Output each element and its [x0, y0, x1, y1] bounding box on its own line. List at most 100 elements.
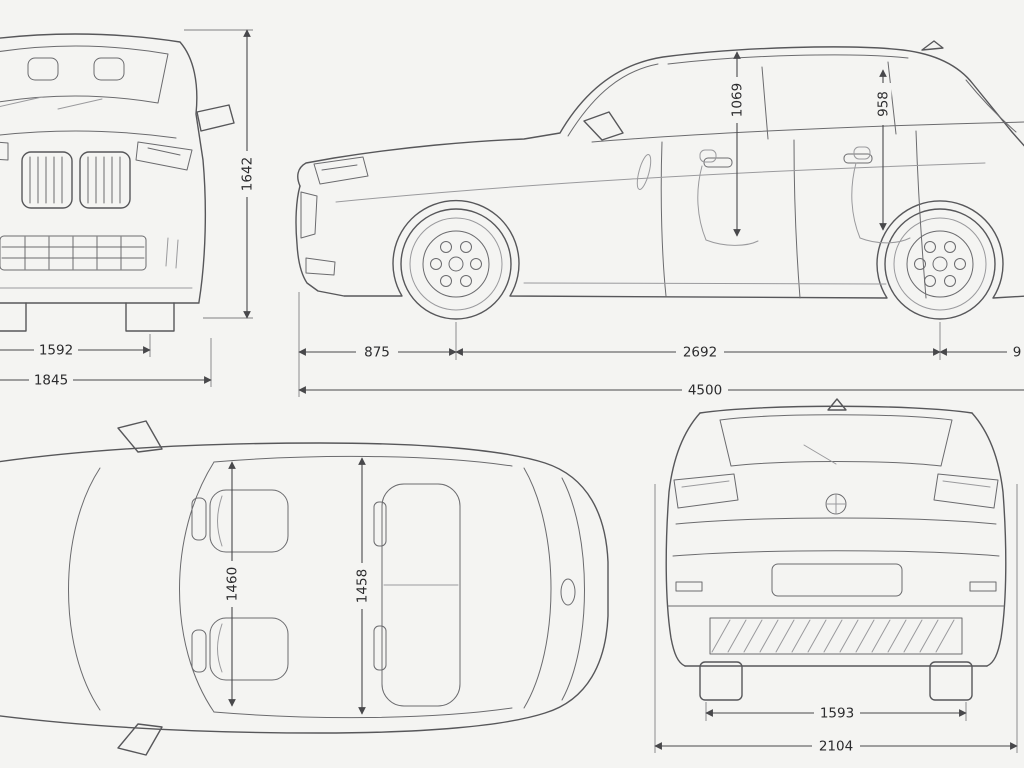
passenger-seat [209, 617, 289, 681]
rear-view: 1593 2104 [654, 398, 1018, 755]
rear-window [719, 414, 953, 467]
dim-front-overhang: 875 [298, 344, 457, 361]
overall-width-label: 1845 [34, 373, 68, 389]
label-background [676, 344, 724, 360]
front-intake-side [305, 257, 336, 276]
label-background [812, 738, 860, 754]
dim-rear-overhang-cropped: 9 [939, 344, 1024, 361]
side-body-lower-outline [295, 185, 1024, 299]
pillars [761, 61, 1017, 140]
seat-profiles [697, 162, 911, 246]
grille-bars [29, 156, 121, 204]
roof-antenna-fin [921, 40, 944, 51]
antenna-fin-plan [560, 578, 576, 606]
bumper-lip [0, 237, 193, 289]
label-background [728, 77, 746, 123]
seat-bolster-lines [217, 495, 223, 673]
rim [906, 230, 974, 298]
label-background [874, 83, 892, 125]
hood-crease [0, 130, 177, 139]
interior-seats [636, 146, 911, 246]
overall-length-label: 4500 [688, 383, 722, 399]
label-background [682, 382, 728, 398]
diffuser [709, 617, 963, 655]
dim-width-with-mirrors: 2104 [654, 738, 1018, 755]
rear-headrest-left [373, 501, 387, 547]
label-background [356, 344, 398, 360]
roof-side-edges [213, 455, 513, 719]
overall-height-label: 1642 [240, 157, 256, 191]
reflector-right [969, 581, 997, 592]
front-view: 1642 1592 1845 [0, 29, 256, 389]
hub [448, 256, 464, 272]
front-interior-width-label: 1460 [225, 567, 241, 601]
headlight [313, 156, 369, 185]
roof-inner-line [667, 54, 909, 65]
label-background [1007, 344, 1024, 360]
track-width-label: 1592 [39, 343, 73, 359]
side-body-upper-outline [297, 46, 1024, 187]
side-mirrors-plan [117, 420, 163, 756]
dim-overall-width: 1845 [0, 338, 212, 389]
rear-wiper [803, 444, 837, 465]
wipers [0, 96, 103, 110]
side-mirror [196, 104, 235, 132]
reflector-left [675, 581, 703, 592]
rear-track-label: 1593 [820, 706, 854, 722]
rear-headroom-label: 958 [876, 91, 892, 117]
kidney-grille-left [21, 151, 73, 209]
roundel-quarters [825, 493, 847, 515]
front-headrest [699, 149, 717, 163]
headrest-right [93, 57, 125, 81]
taillight-inner-lines [681, 480, 991, 488]
rear-overhang-label: 9 [1013, 345, 1022, 361]
windshield [0, 45, 169, 104]
label-background [223, 561, 241, 607]
front-body-outline [0, 33, 207, 304]
width-with-mirrors-label: 2104 [819, 739, 853, 755]
lower-intake [0, 235, 147, 271]
steering-wheel [636, 154, 652, 190]
front-seats-plan [191, 489, 289, 681]
top-view: 1460 1458 [0, 420, 609, 756]
dim-rear-headroom: 958 [874, 69, 892, 231]
rear-antenna-fin [827, 398, 847, 411]
rear-interior-width-label: 1458 [355, 569, 371, 603]
tire [400, 208, 512, 320]
rear-headrest [853, 146, 871, 160]
sidewall [893, 217, 987, 311]
side-view: 1069 958 875 2692 9 4500 [295, 40, 1024, 399]
headrest-left [27, 57, 59, 81]
sidewall [409, 217, 503, 311]
front-door-handle [703, 157, 733, 168]
dim-front-interior-width: 1460 [223, 461, 241, 707]
label-background [238, 151, 256, 197]
tire [884, 208, 996, 320]
rear-bench [381, 483, 461, 707]
character-lines [335, 162, 986, 285]
windshield-line [567, 63, 659, 137]
label-background [29, 372, 73, 388]
kidney-grille-right [79, 151, 131, 209]
rear-roof-line [699, 405, 973, 414]
hub [932, 256, 948, 272]
belt-line [591, 121, 1024, 143]
top-body-outline [0, 442, 609, 734]
mirror-width-extension-lines [654, 484, 1018, 753]
rim [422, 230, 490, 298]
dim-wheelbase: 2692 [455, 344, 941, 361]
brand-roundel [825, 493, 847, 515]
taillights [673, 473, 999, 509]
rear-bench-plan [373, 483, 461, 707]
front-wheels [0, 302, 175, 332]
hood-and-glass-arcs [68, 461, 585, 713]
dim-overall-height: 1642 [184, 29, 256, 319]
wheelbase-label: 2692 [683, 345, 717, 361]
lower-intake-grid [1, 236, 145, 270]
rear-wheel [884, 208, 996, 320]
license-plate-garnish [771, 563, 903, 597]
dim-track-width: 1592 [0, 334, 151, 359]
spoke-holes [430, 241, 482, 287]
